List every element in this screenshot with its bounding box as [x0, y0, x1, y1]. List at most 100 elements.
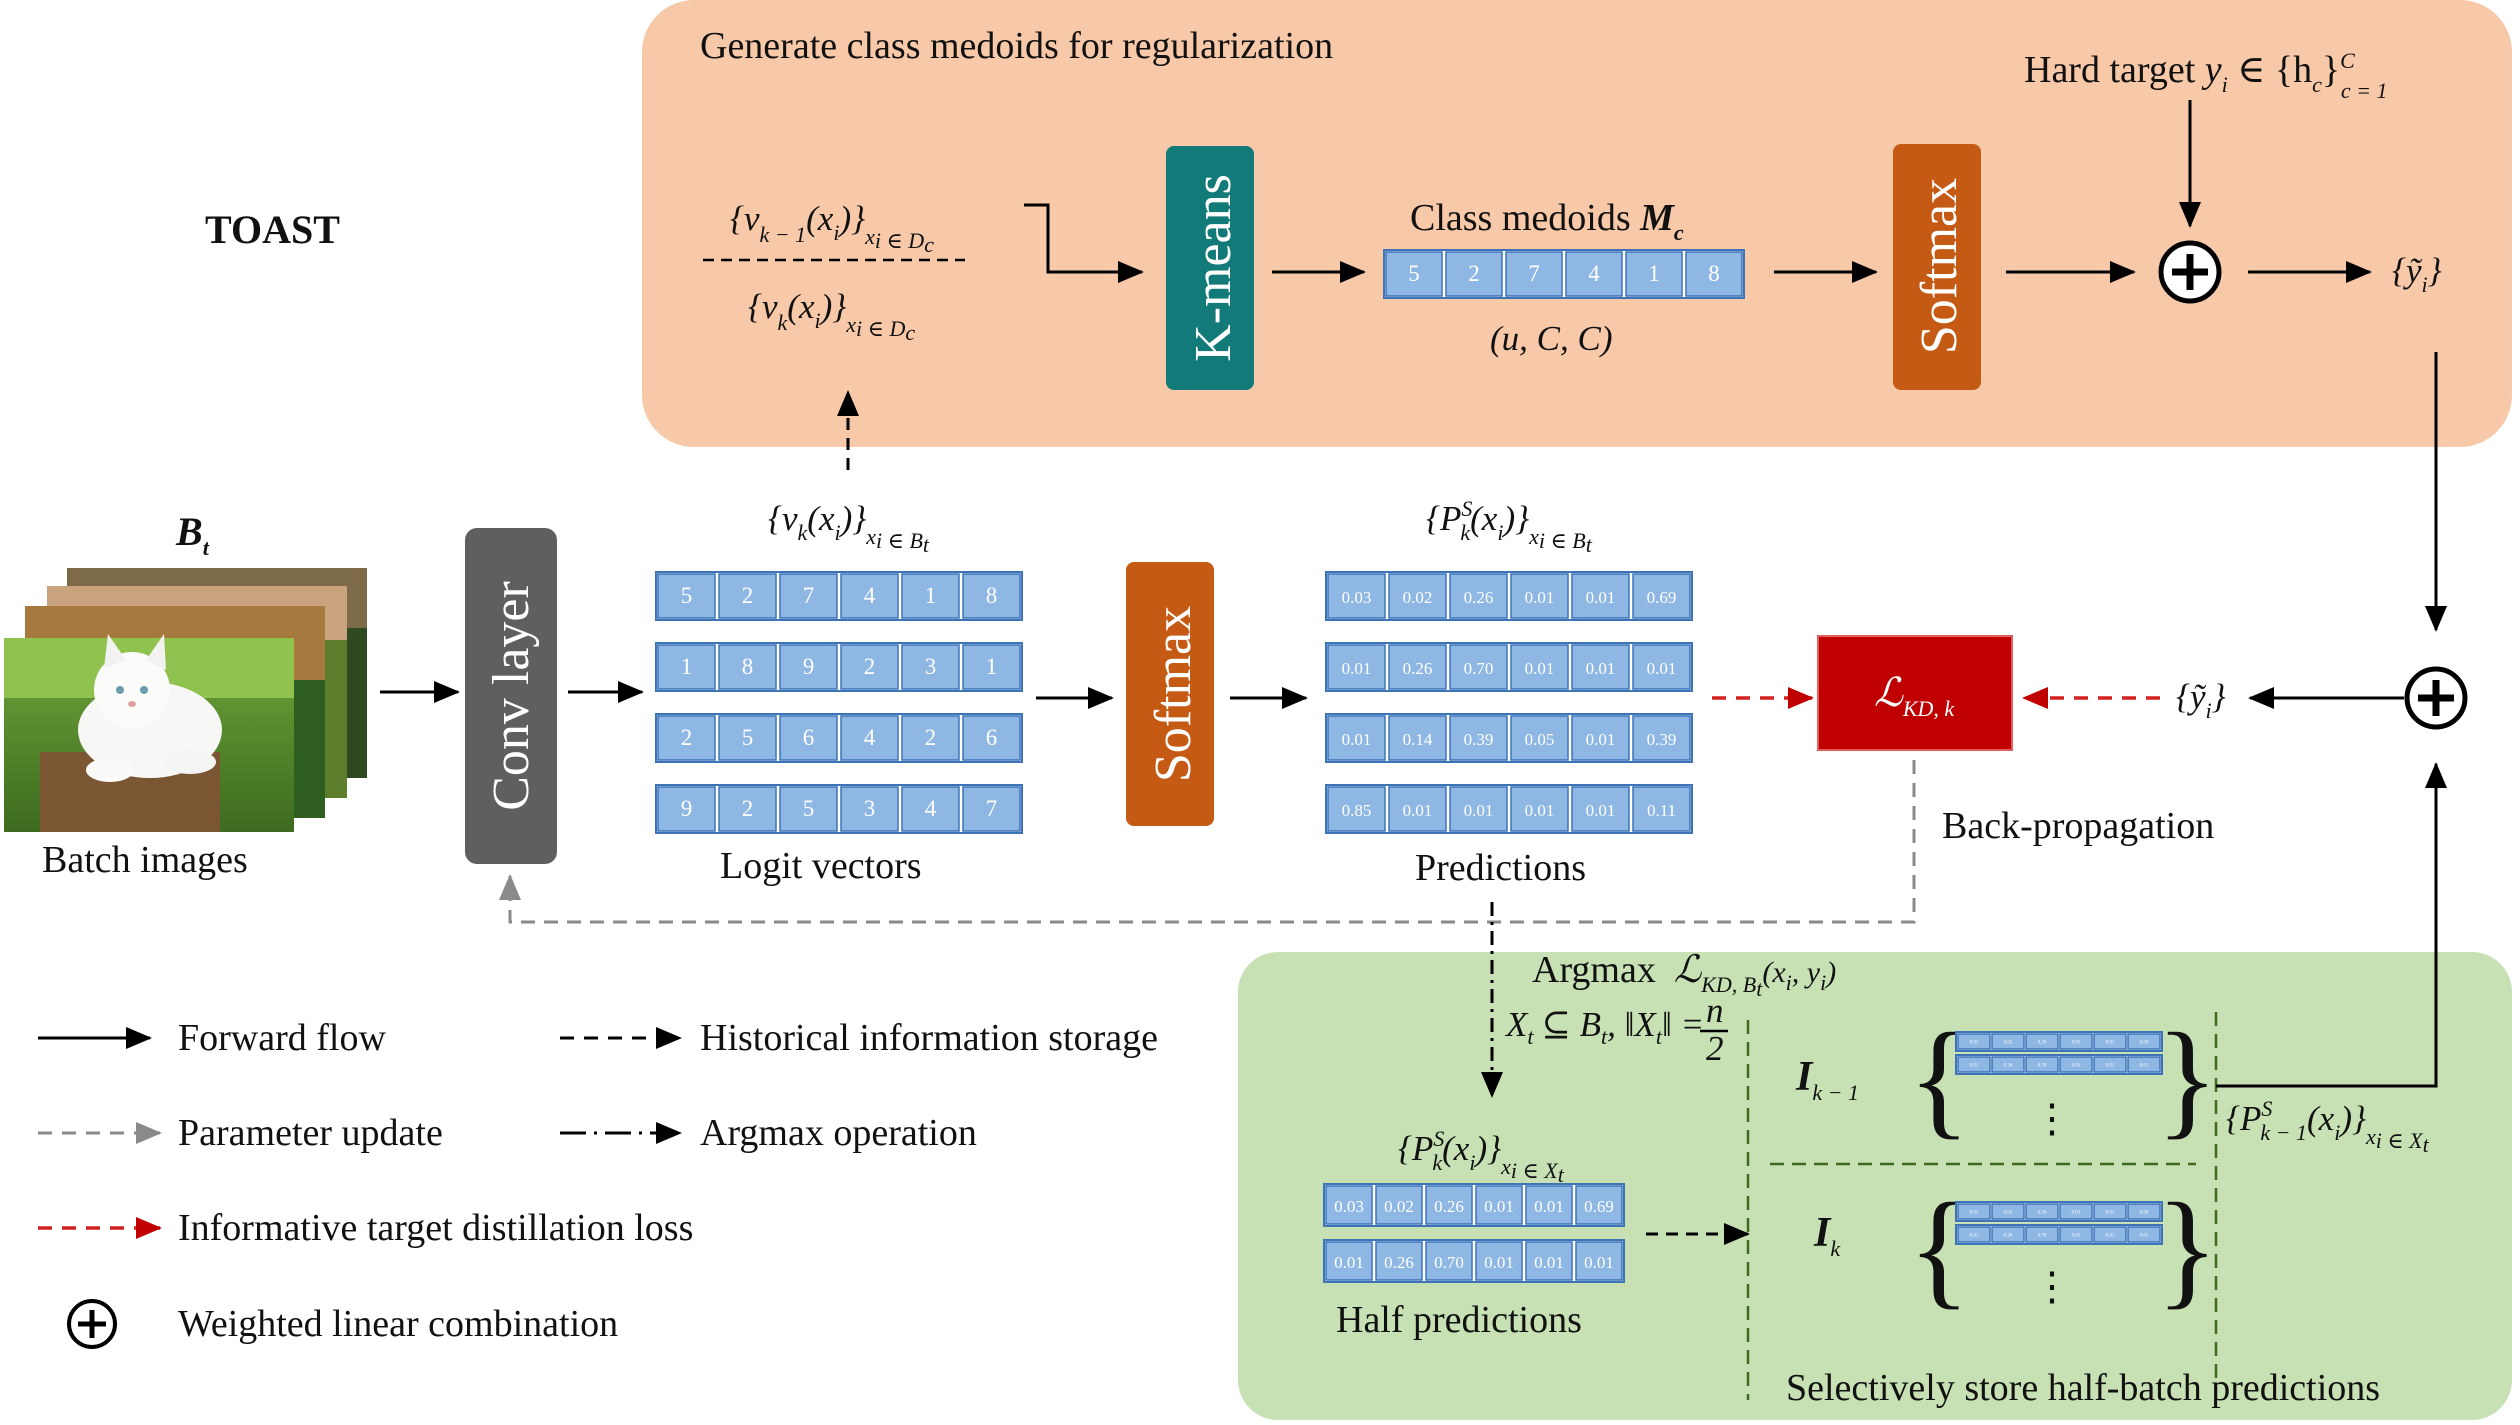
vector-cell-value: 7: [986, 796, 998, 821]
memory-cur-brace-left: {: [1908, 1177, 1970, 1321]
memory-prev-symbol: Ik − 1: [1795, 1054, 1859, 1105]
vector-cell-value: 0.69: [1584, 1197, 1614, 1216]
vector-cell-value: 0.01: [1525, 588, 1555, 607]
vector-cell: [1327, 715, 1386, 761]
vector-cell-value: 0.01: [1403, 801, 1433, 820]
vector-cell-value: 0.26: [1384, 1253, 1414, 1272]
vector-cell-value: 0.26: [2038, 1041, 2047, 1046]
vector-cell: [2093, 1203, 2127, 1220]
vector-cell-value: 0.69: [2140, 1041, 2149, 1046]
vector-cell-value: 5: [1408, 261, 1420, 286]
vector-cell-value: 0.01: [2106, 1064, 2115, 1069]
vector-cell-value: 0.26: [1434, 1197, 1464, 1216]
vector-cell: [1388, 573, 1447, 619]
vector-cell-value: 1: [986, 654, 998, 679]
vector-cell: [1957, 1226, 1991, 1243]
vector-cell-value: 0.01: [1586, 730, 1616, 749]
memory-cur-ellipsis: ⋮: [2032, 1264, 2072, 1309]
vector-cell: [657, 786, 716, 832]
vector-cell-value: 0.02: [1403, 588, 1433, 607]
loss-label: ℒKD, k: [1874, 670, 1955, 721]
svg-text:{vk(xi)}xi ∈ Dc: {vk(xi)}xi ∈ Dc: [748, 287, 915, 345]
vector-cell-value: 0.01: [1464, 801, 1494, 820]
half-caption: Half predictions: [1336, 1299, 1582, 1341]
vector-cell: [2059, 1033, 2093, 1050]
vector-cell-value: 0.26: [1464, 588, 1494, 607]
vector-cell: [1571, 573, 1630, 619]
vector-cell: [1385, 251, 1443, 297]
vector-cell-value: 0.01: [1484, 1253, 1514, 1272]
vector-cell: [840, 786, 899, 832]
vector-cell-value: 1: [925, 583, 937, 608]
vector-cell: [1632, 573, 1691, 619]
vector-cell: [2093, 1033, 2127, 1050]
logits-math: {vk(xi)}xi ∈ Bt: [768, 499, 930, 557]
vector-cell-value: 7: [803, 583, 815, 608]
vector-cell: [718, 573, 777, 619]
vector-cell-value: 4: [925, 796, 937, 821]
vector-cell: [2127, 1056, 2161, 1073]
vector-cell-value: 4: [1588, 261, 1600, 286]
vector-cell-value: 0.70: [1464, 659, 1494, 678]
vector-cell-value: 0.01: [1970, 1064, 1979, 1069]
vector-cell: [840, 644, 899, 690]
vector-cell-value: 0.01: [1970, 1234, 1979, 1239]
vector-cell: [1327, 786, 1386, 832]
vector-cell: [657, 573, 716, 619]
vector-cell-value: 0.05: [1525, 730, 1555, 749]
vector-cell-value: 3: [925, 654, 937, 679]
vector-cell-value: 8: [1708, 261, 1720, 286]
vector-cell-value: 0.26: [1403, 659, 1433, 678]
vector-cell-value: 0.01: [2106, 1234, 2115, 1239]
vector-cell: [2127, 1203, 2161, 1220]
svg-text:{vk − 1(xi)}xi ∈ Dc: {vk − 1(xi)}xi ∈ Dc: [730, 199, 934, 257]
vector-cell-value: 0.01: [1647, 659, 1677, 678]
vector-cell-value: 6: [803, 725, 815, 750]
vector-cell: [1991, 1226, 2025, 1243]
vector-cell-value: 9: [803, 654, 815, 679]
vector-cell-value: 0.14: [1403, 730, 1433, 749]
subset-condition: Xt⊆ Bt, ‖Xt‖ = n 2: [1504, 991, 1728, 1068]
top-panel-title: Generate class medoids for regularizatio…: [700, 25, 1333, 67]
vector-cell-value: 7: [1528, 261, 1540, 286]
vector-cell: [779, 644, 838, 690]
vector-cell: [2093, 1226, 2127, 1243]
vector-cell-value: 0.69: [1647, 588, 1677, 607]
vector-cell: [1571, 644, 1630, 690]
vector-cell: [840, 715, 899, 761]
vector-cell-value: 0.11: [1647, 801, 1676, 820]
vector-cell-value: 2: [864, 654, 876, 679]
weighted-combination-right: [2404, 666, 2468, 730]
vector-cell: [1625, 251, 1683, 297]
vector-cell: [1957, 1203, 1991, 1220]
vector-cell-value: 8: [986, 583, 998, 608]
vector-cell-value: 5: [803, 796, 815, 821]
vector-cell: [2127, 1033, 2161, 1050]
vector-cell-value: 0.02: [2004, 1211, 2013, 1216]
kmeans-label: K-means: [1185, 174, 1242, 362]
vector-cell-value: 0.01: [2072, 1211, 2081, 1216]
vector-cell-value: 0.02: [2004, 1041, 2013, 1046]
arrow-backprop-conv: [499, 760, 1916, 924]
svg-text:2: 2: [1706, 1029, 1724, 1068]
vector-cell-value: 0.01: [1534, 1253, 1564, 1272]
vector-cell-value: 2: [1468, 261, 1480, 286]
memory-cur-brace-right: }: [2156, 1177, 2218, 1321]
vector-cell-value: 0.26: [2004, 1064, 2013, 1069]
vector-cell-value: 2: [742, 583, 754, 608]
vector-cell: [1510, 715, 1569, 761]
vector-cell: [1525, 1185, 1573, 1225]
vector-cell: [1449, 644, 1508, 690]
vector-cell: [1475, 1185, 1523, 1225]
